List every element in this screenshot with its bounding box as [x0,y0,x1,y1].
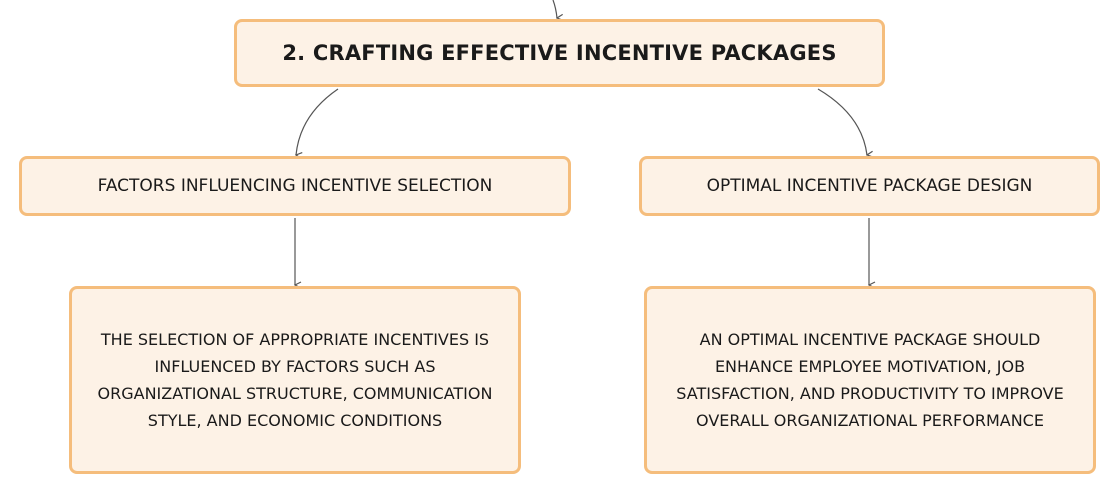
branch-node-design-title: OPTIMAL INCENTIVE PACKAGE DESIGN [706,176,1033,196]
root-node[interactable]: 2. CRAFTING EFFECTIVE INCENTIVE PACKAGES [234,19,885,87]
leaf-text-line: ORGANIZATIONAL STRUCTURE, COMMUNICATION [97,384,493,403]
connector-from-parent [552,0,557,18]
branch-node-design[interactable]: OPTIMAL INCENTIVE PACKAGE DESIGN [639,156,1100,216]
leaf-node-factors-text: THE SELECTION OF APPROPRIATE INCENTIVES … [72,326,518,434]
leaf-node-design-detail[interactable]: AN OPTIMAL INCENTIVE PACKAGE SHOULD ENHA… [644,286,1096,474]
leaf-text-line: INFLUENCED BY FACTORS SUCH AS [154,357,436,376]
connector-root-to-left [296,88,339,155]
leaf-node-design-text: AN OPTIMAL INCENTIVE PACKAGE SHOULD ENHA… [647,326,1093,434]
leaf-text-line: THE SELECTION OF APPROPRIATE INCENTIVES … [100,330,490,349]
leaf-text-line: AN OPTIMAL INCENTIVE PACKAGE SHOULD [699,330,1041,349]
leaf-node-factors-detail[interactable]: THE SELECTION OF APPROPRIATE INCENTIVES … [69,286,521,474]
branch-node-factors[interactable]: FACTORS INFLUENCING INCENTIVE SELECTION [19,156,571,216]
leaf-text-line: STYLE, AND ECONOMIC CONDITIONS [147,411,443,430]
leaf-text-line: ENHANCE EMPLOYEE MOTIVATION, JOB [714,357,1026,376]
connector-root-to-right [817,88,867,155]
branch-node-factors-title: FACTORS INFLUENCING INCENTIVE SELECTION [97,176,493,196]
leaf-text-line: OVERALL ORGANIZATIONAL PERFORMANCE [696,411,1044,430]
root-node-title: 2. CRAFTING EFFECTIVE INCENTIVE PACKAGES [282,41,837,65]
leaf-text-line: SATISFACTION, AND PRODUCTIVITY TO IMPROV… [676,384,1064,403]
